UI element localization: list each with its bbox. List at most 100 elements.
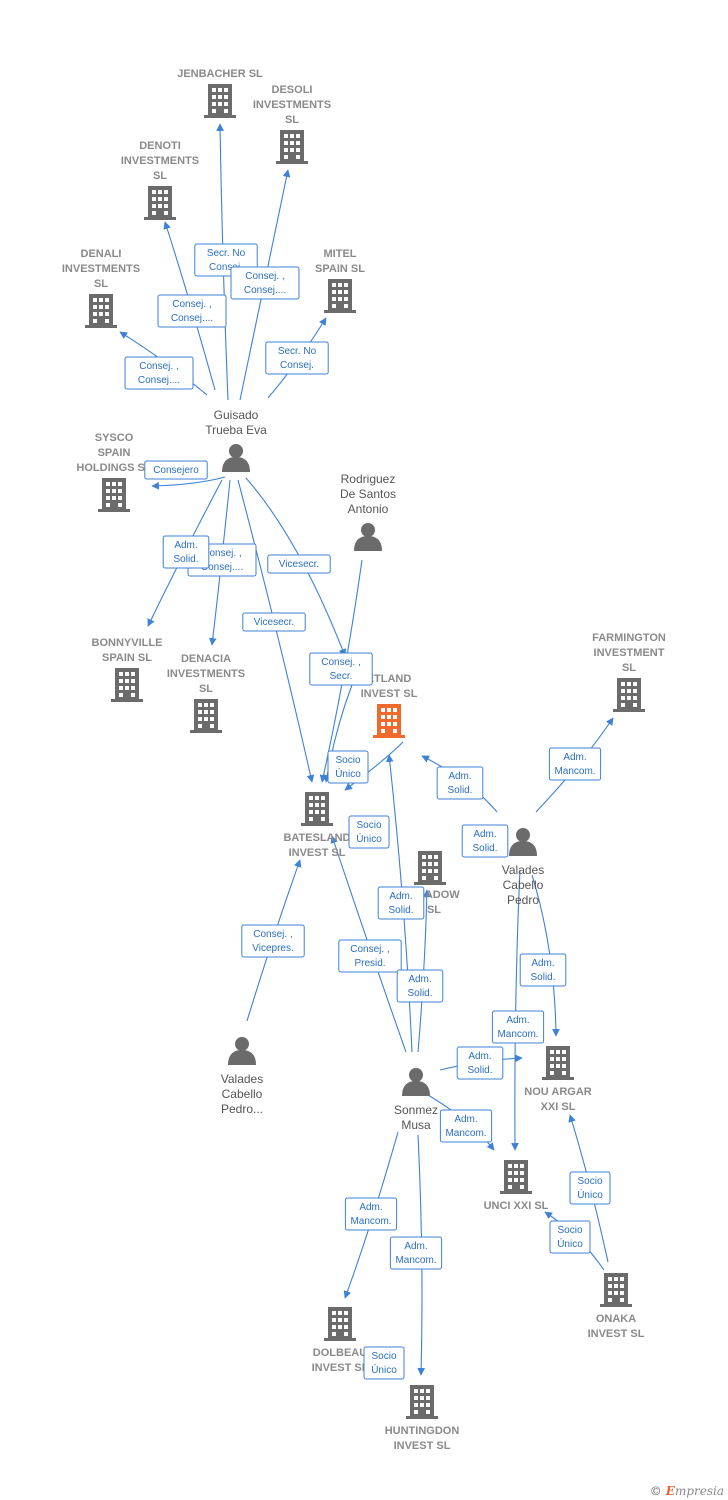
company-node-mitel[interactable]: MITEL SPAIN SL	[315, 248, 365, 313]
brand-logo-initial: E	[665, 1484, 675, 1498]
relation-label-box	[327, 750, 369, 784]
node-label-line: INVEST SL	[588, 1328, 645, 1340]
relation-label[interactable]: Consej. ,Vicepres.	[241, 924, 305, 958]
relation-edge	[245, 477, 347, 657]
relation-label[interactable]: Consejero	[144, 460, 208, 480]
building-icon	[613, 678, 645, 712]
building-icon	[144, 186, 176, 220]
building-icon	[414, 851, 446, 885]
relation-label-box	[439, 1109, 493, 1143]
company-node-jenbacher[interactable]: JENBACHER SL	[177, 68, 263, 118]
building-icon	[111, 668, 143, 702]
node-label-line: Valades	[502, 863, 544, 877]
relation-label[interactable]: Adm.Solid.	[519, 953, 567, 987]
relation-label-text: Consej. ,	[245, 271, 284, 282]
company-node-uncixxi[interactable]: UNCI XXI SL	[484, 1160, 549, 1212]
relation-label-text: Adm.	[404, 1241, 427, 1252]
node-label-line: Cabello	[503, 878, 544, 892]
node-label-line: INVESTMENT	[594, 647, 665, 659]
relation-label-box	[242, 612, 306, 632]
relation-label-box	[157, 294, 227, 328]
building-icon	[542, 1046, 574, 1080]
relation-label[interactable]: Adm. Solid.	[461, 824, 509, 858]
relation-label-box	[344, 1197, 398, 1231]
node-label-line: ETLAND	[367, 673, 412, 685]
relation-label-text: Adm.	[473, 829, 496, 840]
node-label-line: SYSCO	[95, 432, 134, 444]
relation-label[interactable]: Consej. ,Secr.	[309, 652, 373, 686]
node-label-line: SPAIN SL	[315, 263, 365, 275]
relation-label-text: Solid.	[447, 785, 472, 796]
relation-label[interactable]: Adm.Mancom.	[344, 1197, 398, 1231]
node-label-line: MITEL	[324, 248, 357, 260]
relation-label[interactable]: Consej. ,Consej....	[124, 356, 194, 390]
relation-label[interactable]: Adm.Solid.	[162, 535, 210, 569]
relation-label-text: Socio	[577, 1176, 602, 1187]
relation-label-text: Mancom.	[395, 1255, 436, 1266]
relation-label[interactable]: Adm.Solid.	[396, 969, 444, 1003]
node-label-line: DESOLI	[272, 84, 313, 96]
relation-label[interactable]: Consej. ,Consej....	[230, 266, 300, 300]
relation-label[interactable]: Consej. ,Consej....	[157, 294, 227, 328]
node-label-line: JENBACHER SL	[177, 68, 263, 80]
person-icon	[509, 828, 537, 856]
relation-label-box	[363, 1346, 405, 1380]
relation-label-text: Consej. ,	[253, 929, 292, 940]
person-node-valades2[interactable]: ValadesCabelloPedro...	[221, 1037, 263, 1116]
relation-label-box	[389, 1236, 443, 1270]
relation-label[interactable]: Adm.Mancom.	[491, 1010, 545, 1044]
relation-label-box	[309, 652, 373, 686]
relation-label[interactable]: Consej. ,Presid.	[338, 939, 402, 973]
node-label-line: DOLBEAU	[313, 1347, 367, 1359]
relation-label[interactable]: Adm.Solid.	[436, 766, 484, 800]
relation-label-text: Adm.	[174, 540, 197, 551]
relation-label[interactable]: Adm.Mancom.	[548, 747, 602, 781]
node-label-line: INVESTMENTS	[253, 99, 331, 111]
node-label-line: DENOTI	[139, 140, 181, 152]
relation-label[interactable]: Adm.Solid.	[456, 1046, 504, 1080]
node-label-line: DENACIA	[181, 653, 231, 665]
relation-label-box	[124, 356, 194, 390]
relation-label-text: Consej.	[209, 262, 243, 273]
relation-label-box	[241, 924, 305, 958]
relation-label-box	[456, 1046, 504, 1080]
relation-label-text: Solid.	[472, 843, 497, 854]
node-label-line: UNCI XXI SL	[484, 1200, 549, 1212]
relation-label[interactable]: Adm.Mancom.	[439, 1109, 493, 1143]
building-icon	[373, 704, 405, 738]
footer: ©Empresia	[650, 1484, 724, 1498]
relation-label-text: Consej....	[138, 375, 180, 386]
relation-label-text: Único	[371, 1363, 397, 1376]
node-label-line: Pedro	[507, 893, 539, 907]
person-icon	[228, 1037, 256, 1065]
relation-label[interactable]: Vicesecr.	[242, 612, 306, 632]
relation-label-text: Vicesecr.	[279, 559, 319, 570]
building-icon	[301, 792, 333, 826]
relation-label[interactable]: Vicesecr.	[267, 554, 331, 574]
relation-label[interactable]: Adm.Solid.	[377, 886, 425, 920]
relation-label[interactable]: Adm. Mancom.	[389, 1236, 443, 1270]
